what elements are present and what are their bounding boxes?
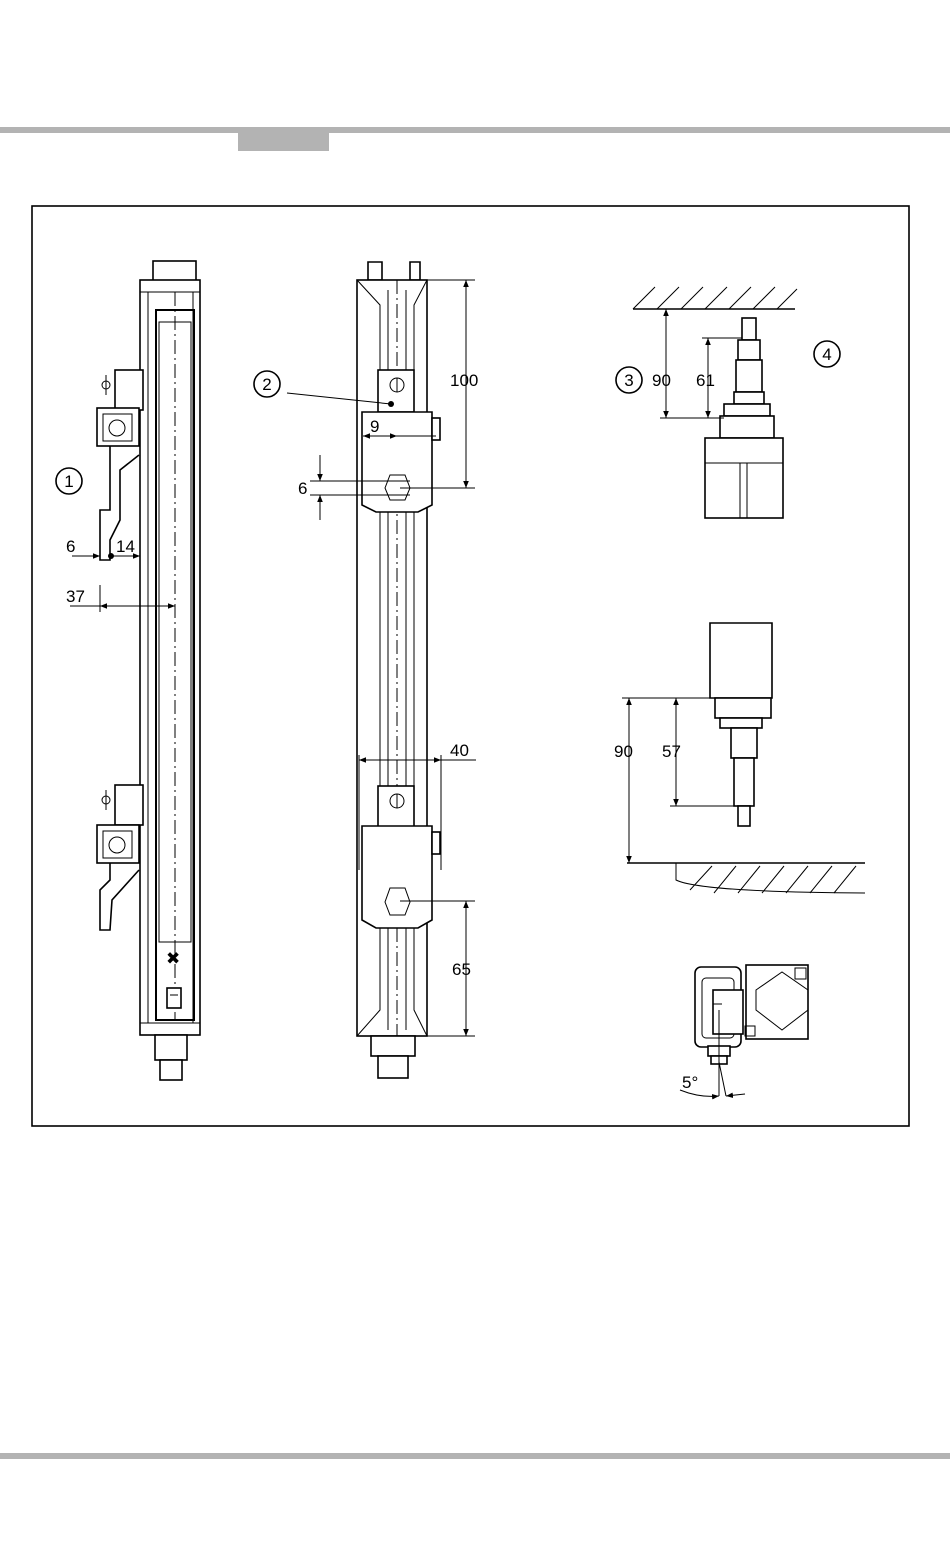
callout-1-label: 1: [64, 472, 73, 491]
dim-front-100: 100: [450, 371, 478, 390]
callout-4-label: 4: [822, 345, 831, 364]
dim-mid-57: 57: [662, 742, 681, 761]
side-view: ✖: [70, 261, 200, 1080]
dim-side-14: 14: [116, 537, 135, 556]
callout-1: 1: [56, 468, 82, 494]
dim-front-65: 65: [452, 960, 471, 979]
dim-mid-90: 90: [614, 742, 633, 761]
callout-3: 3: [616, 367, 642, 393]
dim-top-61: 61: [696, 371, 715, 390]
callout-2-label: 2: [262, 375, 271, 394]
callout-4: 4: [814, 341, 840, 367]
callout-3-label: 3: [624, 371, 633, 390]
front-view: [287, 262, 476, 1078]
dim-side-37: 37: [66, 587, 85, 606]
callout-2: 2: [254, 371, 280, 397]
floor-mount-view: [622, 623, 865, 893]
ceiling-mount-view: [633, 287, 797, 518]
side-symbol: ✖: [166, 949, 180, 968]
dim-side-6: 6: [66, 537, 75, 556]
dim-front-6: 6: [298, 479, 307, 498]
dim-front-40: 40: [450, 741, 469, 760]
angle-view: [680, 965, 808, 1096]
dim-angle-5: 5°: [682, 1073, 698, 1092]
dim-top-90: 90: [652, 371, 671, 390]
dim-front-9: 9: [370, 417, 379, 436]
